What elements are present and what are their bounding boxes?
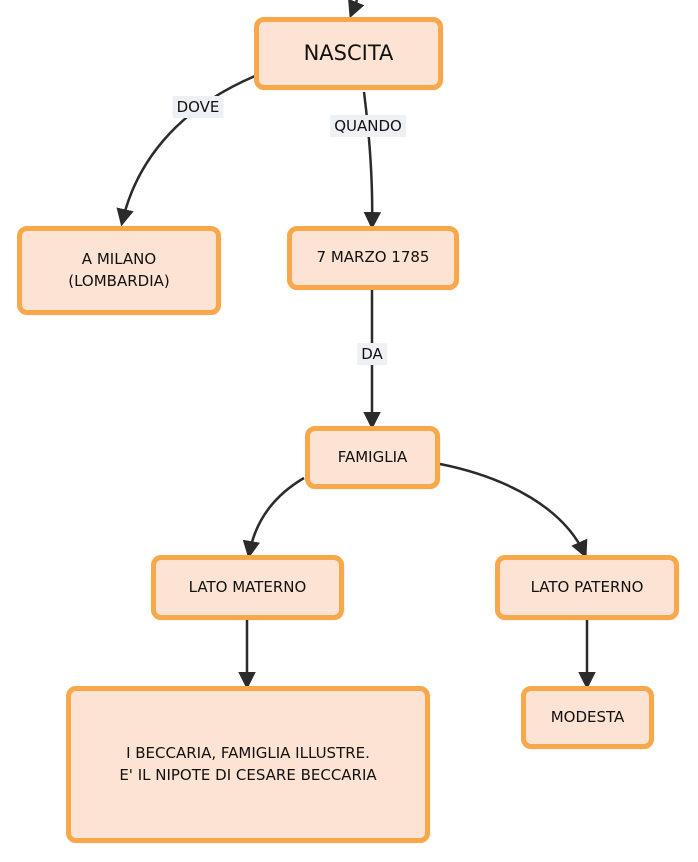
node-beccaria[interactable]: I BECCARIA, FAMIGLIA ILLUSTRE. E' IL NIP… xyxy=(66,686,430,843)
node-milano[interactable]: A MILANO (LOMBARDIA) xyxy=(17,226,221,315)
edge-label-quando: QUANDO xyxy=(330,115,406,137)
node-lato-materno[interactable]: LATO MATERNO xyxy=(151,555,344,620)
incoming-link xyxy=(348,0,365,19)
link-paterno xyxy=(439,462,588,559)
node-lato-paterno[interactable]: LATO PATERNO xyxy=(495,555,679,620)
node-modesta[interactable]: MODESTA xyxy=(521,686,654,749)
edge-label-dove: DOVE xyxy=(172,96,224,118)
link-dove xyxy=(116,74,256,227)
link-materno xyxy=(242,476,305,559)
node-data[interactable]: 7 MARZO 1785 xyxy=(287,226,459,290)
node-famiglia[interactable]: FAMIGLIA xyxy=(305,426,440,489)
link-quando xyxy=(362,91,382,230)
edge-label-da: DA xyxy=(357,343,387,365)
node-nascita[interactable]: NASCITA xyxy=(254,17,443,90)
